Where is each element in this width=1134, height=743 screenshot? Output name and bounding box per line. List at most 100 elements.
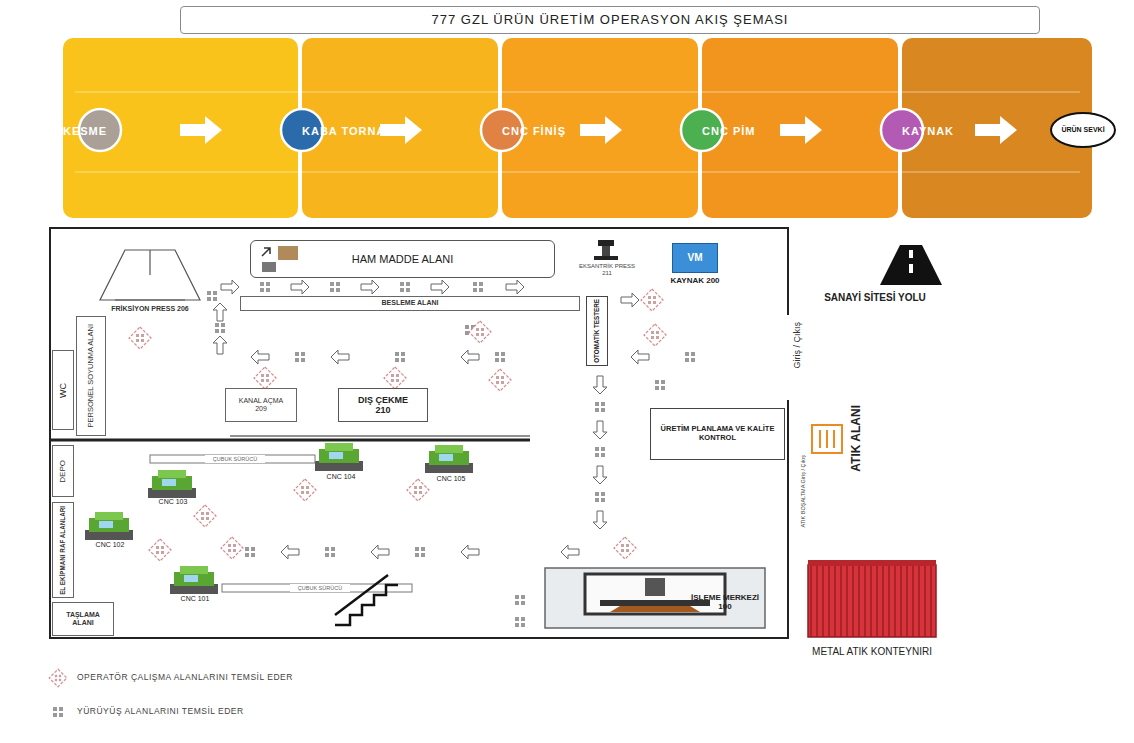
part-label: SANAYİ SİTESİ YOLU	[800, 292, 950, 304]
operator-mark	[55, 679, 57, 681]
node-text: VM	[688, 252, 703, 264]
part-label: EKSANTRİK PRESS 211	[578, 263, 636, 277]
walk-mark	[53, 713, 57, 717]
walk-mark	[465, 325, 469, 329]
office-box: ÜRETİM PLANLAMA VE KALİTE KONTROL	[650, 408, 785, 460]
walk-mark	[415, 553, 419, 557]
operator-mark	[194, 505, 216, 527]
operator-mark	[161, 546, 164, 549]
operator-mark	[261, 379, 264, 382]
walk-mark	[245, 547, 249, 551]
end-circle: ÜRÜN SEVKİ	[1050, 112, 1116, 148]
operator-mark	[254, 367, 276, 389]
legend-row: OPERATÖR ÇALIŞMA ALANLARINI TEMSİL EDER	[45, 668, 293, 688]
walk-mark	[215, 329, 219, 333]
walk-mark	[330, 282, 334, 286]
part-label: ÇUBUK SÜRÜCÜ	[205, 455, 265, 463]
walk-arrow	[593, 511, 607, 529]
walk-mark	[595, 447, 599, 451]
operator-mark	[656, 331, 659, 334]
walk-mark	[479, 288, 483, 292]
walk-mark	[213, 297, 217, 301]
operator-mark	[233, 544, 236, 547]
legend-text: OPERATÖR ÇALIŞMA ALANLARINI TEMSİL EDER	[77, 673, 293, 683]
walk-mark	[661, 380, 665, 384]
operator-mark	[476, 328, 479, 331]
walk-mark	[495, 352, 499, 356]
vertical-label: ATIK ALANI	[850, 405, 864, 472]
part-label: CNC 104	[326, 473, 356, 481]
node-text: CNC FİNİŞ	[502, 125, 566, 138]
operator-mark	[481, 333, 484, 336]
friction-press-icon	[100, 250, 200, 300]
part-label: METAL ATIK KONTEYNIRI	[796, 646, 948, 658]
node-text: HAM MADDE ALANI	[352, 253, 453, 266]
operator-mark	[407, 479, 429, 501]
operator-mark	[651, 331, 654, 334]
eccentric-press-icon	[594, 240, 618, 260]
walk-mark	[691, 358, 695, 362]
operator-mark	[496, 376, 499, 379]
part-label: CNC 105	[436, 475, 466, 483]
operator-mark	[391, 374, 394, 377]
walk-arrow	[361, 280, 379, 294]
node-text: DIŞ ÇEKME 210	[353, 395, 413, 416]
operator-mark	[419, 486, 422, 489]
walk-mark	[395, 358, 399, 362]
walk-mark	[521, 601, 525, 605]
node-text: KABA TORNA	[302, 125, 385, 138]
walk-arrow	[431, 280, 449, 294]
walk-mark	[406, 282, 410, 286]
walk-mark	[655, 386, 659, 390]
walk-mark	[336, 282, 340, 286]
vertical-label: Giriş / Çıkış	[792, 322, 802, 369]
operator-mark	[228, 544, 231, 547]
walk-mark	[495, 358, 499, 362]
operator-mark	[206, 512, 209, 515]
process-band	[63, 38, 1092, 218]
walk-mark	[595, 453, 599, 457]
area-box: PERSONEL SOYUNMA ALANI	[76, 316, 106, 436]
walk-mark	[601, 453, 605, 457]
area-box: WC	[52, 350, 74, 430]
node-text: EL EKİPMANI RAF ALANLARI	[59, 506, 66, 595]
walk-mark	[473, 282, 477, 286]
part-label: CNC 102	[95, 541, 125, 549]
machine-box: VM	[672, 243, 718, 273]
operator-mark	[414, 491, 417, 494]
walk-mark	[251, 547, 255, 551]
walk-arrow	[281, 545, 299, 559]
node-text: PERSONEL SOYUNMA ALANI	[87, 324, 96, 428]
walk-arrow	[221, 280, 239, 294]
part-label: ÇUBUK SÜRÜCÜ	[290, 584, 350, 592]
node-text: KAYNAK	[902, 125, 954, 138]
walkway-symbol	[45, 702, 71, 722]
operator-mark	[481, 328, 484, 331]
raw-material-icon	[262, 246, 298, 272]
walk-mark	[501, 352, 505, 356]
operator-mark	[414, 486, 417, 489]
walk-mark	[245, 553, 249, 557]
operator-mark	[266, 379, 269, 382]
part-label: FRİKSİYON PRESS 206	[110, 305, 190, 313]
walk-mark	[207, 291, 211, 295]
walk-mark	[53, 707, 57, 711]
operator-mark	[141, 334, 144, 337]
walk-arrow	[213, 336, 227, 354]
walk-mark	[59, 707, 63, 711]
walk-mark	[685, 358, 689, 362]
walk-arrow	[461, 545, 479, 559]
operator-mark	[266, 374, 269, 377]
operator-mark	[501, 376, 504, 379]
operator-mark	[149, 539, 171, 561]
operator-mark	[59, 679, 61, 681]
walk-mark	[221, 323, 225, 327]
operator-mark	[228, 549, 231, 552]
walk-mark	[213, 291, 217, 295]
bar-feeders	[150, 455, 412, 592]
walk-mark	[406, 288, 410, 292]
part-label: KAYNAK 200	[668, 276, 722, 285]
walk-mark	[325, 547, 329, 551]
part-label: CNC 101	[180, 595, 210, 603]
